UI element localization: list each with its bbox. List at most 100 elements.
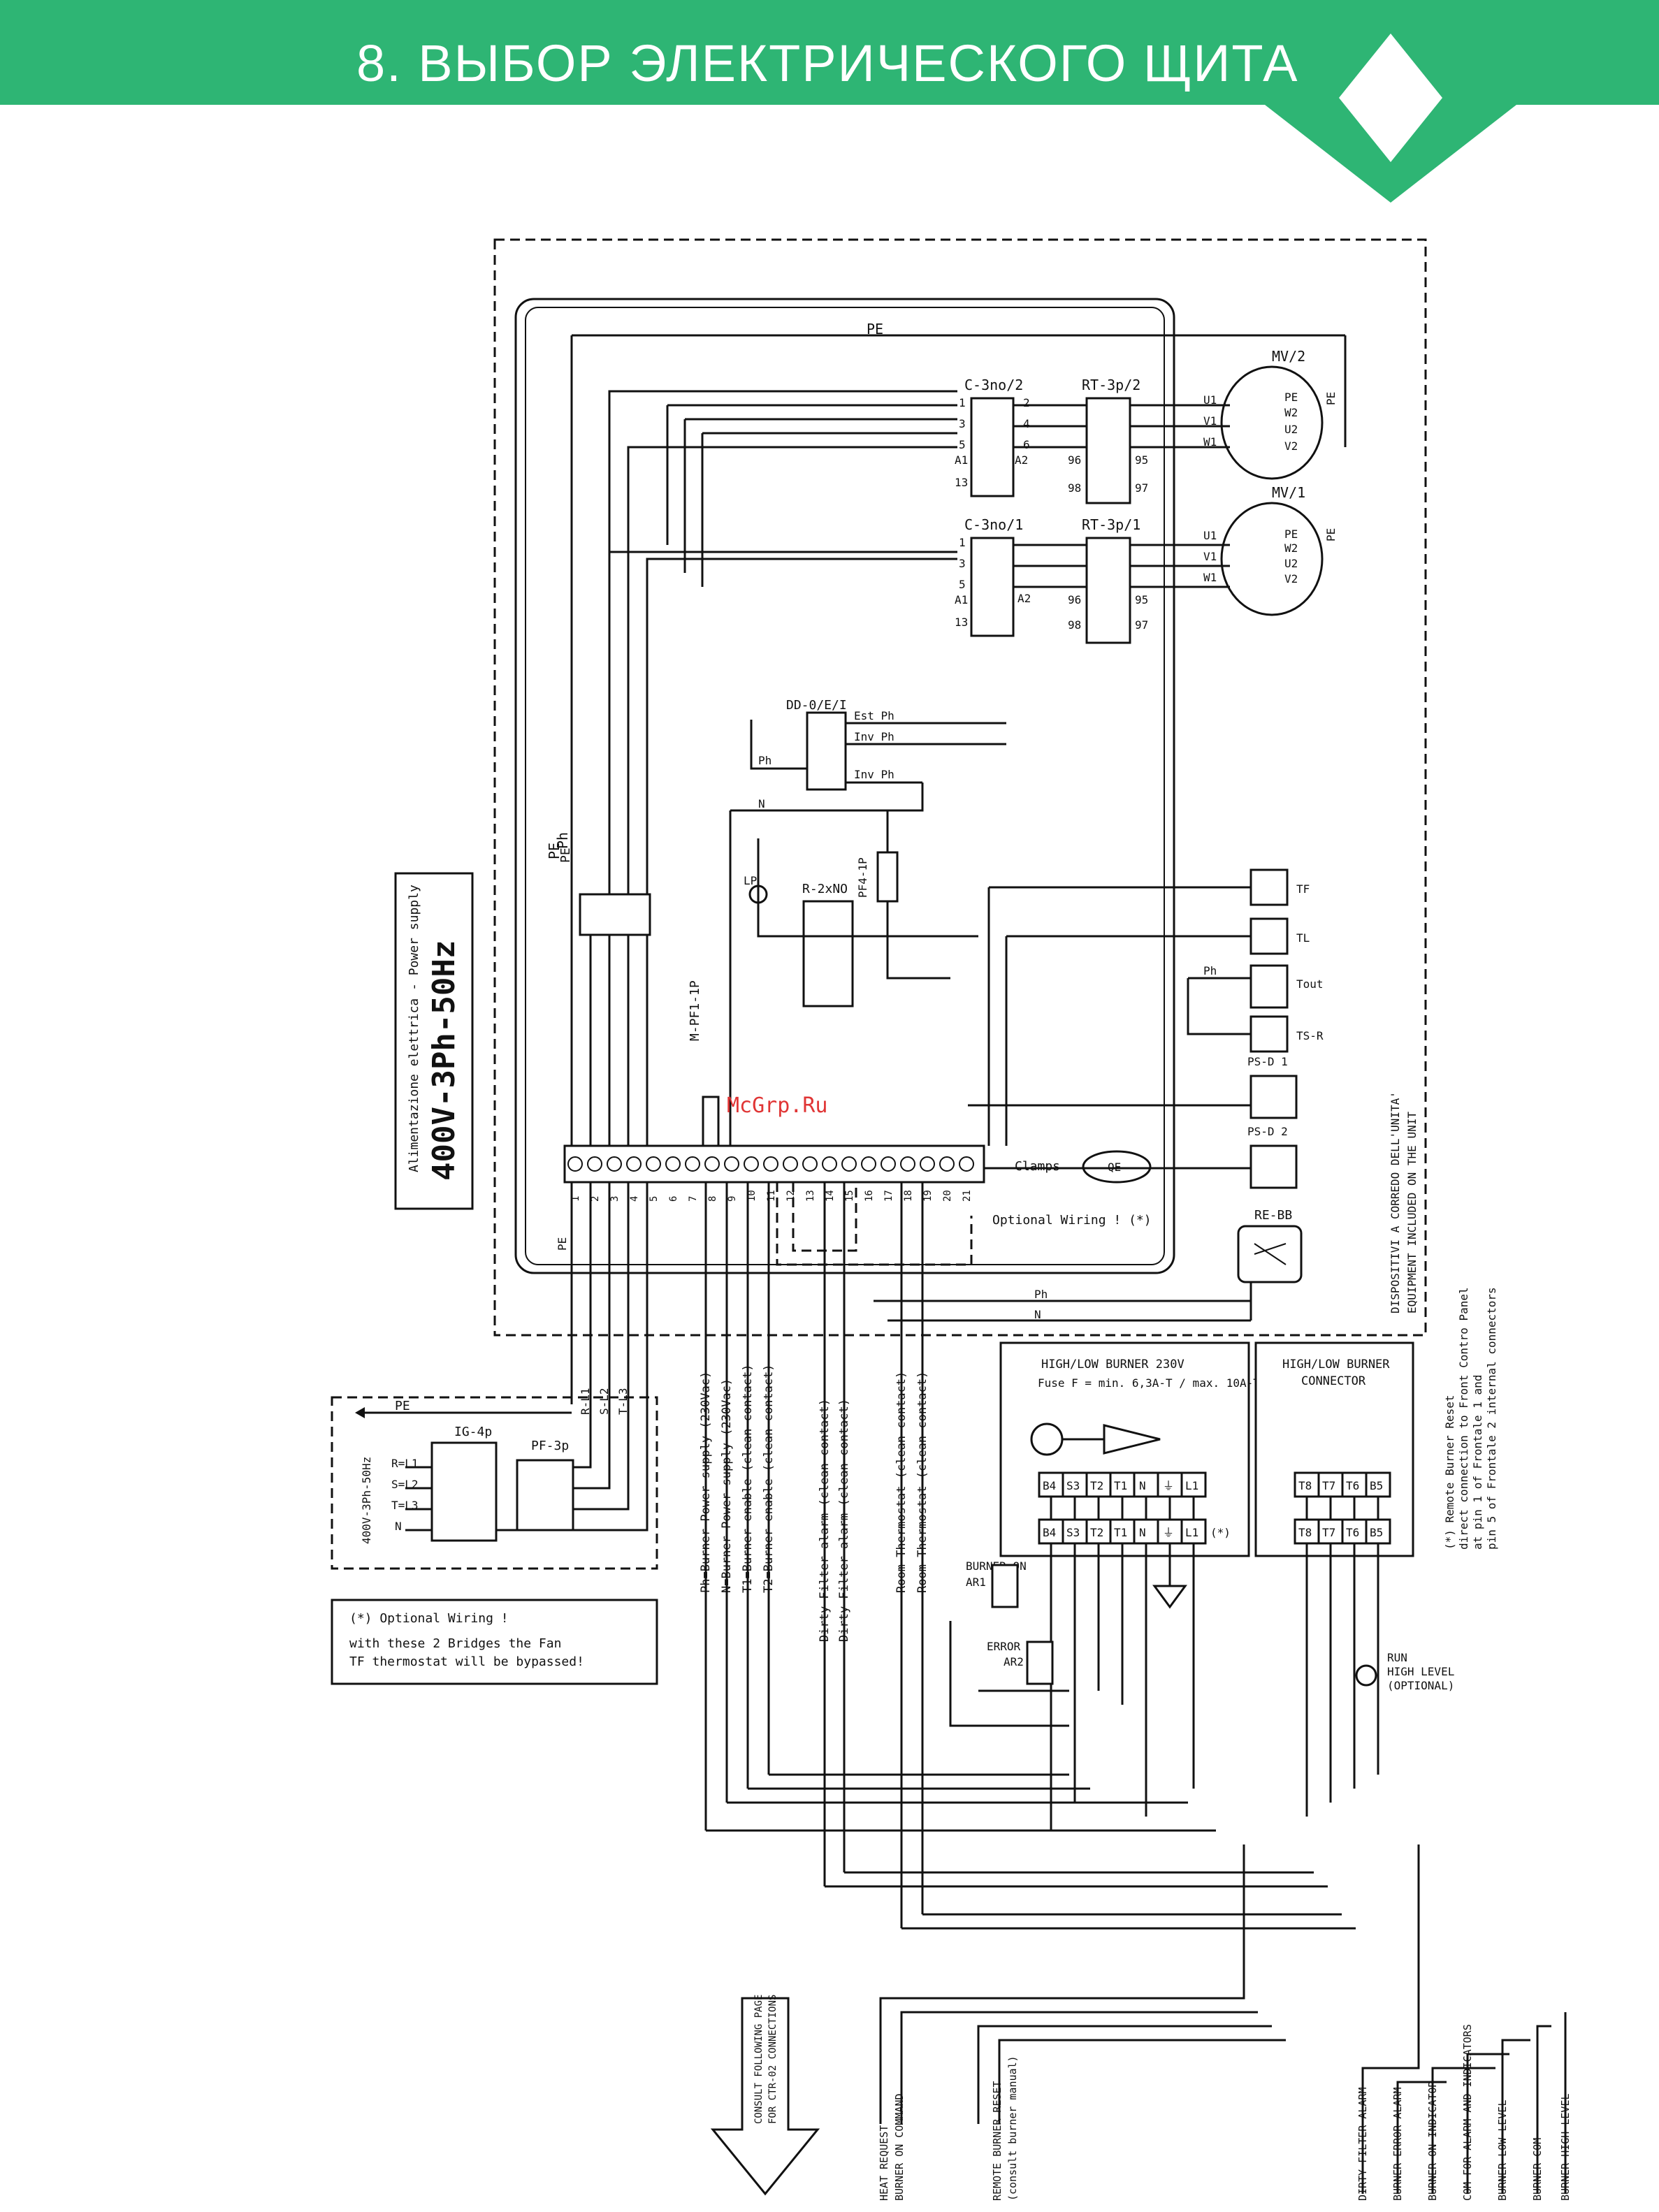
remote-reset-note: (*) Remote Burner Reset direct connectio…: [1443, 1287, 1498, 1550]
svg-text:(OPTIONAL): (OPTIONAL): [1387, 1679, 1454, 1692]
svg-text:PS-D 1: PS-D 1: [1247, 1055, 1288, 1068]
svg-text:PE: PE: [395, 1399, 410, 1413]
svg-text:T1: T1: [1114, 1479, 1127, 1492]
svg-text:U1: U1: [1203, 393, 1217, 407]
svg-text:with these 2 Bridges the Fan: with these 2 Bridges the Fan: [349, 1636, 561, 1651]
switch-tout: [1249, 964, 1289, 1009]
svg-text:B4: B4: [1043, 1479, 1056, 1492]
svg-text:T8: T8: [1298, 1479, 1312, 1492]
svg-text:CONSULT FOLLOWING PAGE: CONSULT FOLLOWING PAGE: [753, 1995, 765, 2124]
svg-text:A1: A1: [955, 453, 968, 467]
svg-text:T1=Burner enable (clean contac: T1=Burner enable (clean contact): [741, 1364, 755, 1593]
svg-text:⏚: ⏚: [1163, 1479, 1174, 1492]
svg-text:PE: PE: [556, 1237, 569, 1251]
svg-text:BURNER ON INDICATOR: BURNER ON INDICATOR: [1426, 2080, 1439, 2201]
svg-text:CONNECTOR: CONNECTOR: [1301, 1374, 1366, 1388]
header-banner: 8. ВЫБОР ЭЛЕКТРИЧЕСКОГО ЩИТА: [0, 0, 1659, 203]
thermal-relay-1: [1085, 537, 1131, 644]
terminal-number: 1: [570, 1196, 581, 1202]
watermark: McGrp.Ru: [727, 1093, 828, 1118]
thermal-relay-2: [1085, 397, 1131, 504]
svg-text:(*) Remote Burner Reset: (*) Remote Burner Reset: [1443, 1395, 1456, 1550]
terminal-8: [704, 1156, 720, 1172]
contactor-1-label: C-3no/1: [964, 516, 1023, 533]
switch-tsr: [1249, 1015, 1289, 1053]
svg-text:TF: TF: [1296, 882, 1310, 896]
relay-ar1: [991, 1564, 1019, 1608]
svg-text:REMOTE BURNER RESET: REMOTE BURNER RESET: [991, 2081, 1004, 2201]
svg-text:L1: L1: [1185, 1479, 1198, 1492]
svg-text:V1: V1: [1203, 414, 1217, 428]
terminal-6: [665, 1156, 681, 1172]
svg-text:Alimentazione elettrica - Powe: Alimentazione elettrica - Power supply: [407, 885, 421, 1172]
svg-text:B5: B5: [1370, 1526, 1383, 1539]
svg-text:R-L1: R-L1: [579, 1388, 592, 1415]
svg-text:97: 97: [1135, 618, 1148, 632]
terminal-number: 19: [922, 1190, 934, 1202]
terminal-number: 9: [727, 1196, 738, 1202]
svg-text:Tout: Tout: [1296, 977, 1324, 991]
svg-text:HIGH/LOW BURNER: HIGH/LOW BURNER: [1282, 1358, 1390, 1371]
svg-text:N: N: [1034, 1308, 1041, 1321]
terminal-number: 15: [844, 1190, 855, 1202]
contactor-2-label: C-3no/2: [964, 377, 1023, 393]
svg-text:T7: T7: [1322, 1526, 1335, 1539]
svg-text:T1: T1: [1114, 1526, 1127, 1539]
terminal-7: [685, 1156, 700, 1172]
relay-r2: [802, 900, 854, 1007]
terminal-number: 14: [825, 1190, 836, 1202]
svg-text:T6: T6: [1346, 1479, 1359, 1492]
terminal-number: 18: [903, 1190, 914, 1202]
svg-text:A1: A1: [955, 593, 968, 606]
svg-text:Clamps: Clamps: [1015, 1159, 1060, 1174]
svg-text:T2=Burner enable (clean contac: T2=Burner enable (clean contact): [762, 1364, 776, 1593]
page-title: 8. ВЫБОР ЭЛЕКТРИЧЕСКОГО ЩИТА: [356, 34, 1299, 92]
svg-text:Room Thermostat (clean contact: Room Thermostat (clean contact): [915, 1371, 929, 1593]
optional-wiring-note: [331, 1599, 658, 1685]
svg-text:T8: T8: [1298, 1526, 1312, 1539]
wire-labels: Ph=Burner Power supply (230Vac) N=Burner…: [699, 1364, 929, 1642]
svg-text:A2: A2: [1017, 592, 1031, 605]
svg-text:RE-BB: RE-BB: [1254, 1208, 1292, 1223]
fuse-pf3p: [516, 1459, 574, 1531]
terminal-3: [607, 1156, 622, 1172]
terminal-number: 20: [942, 1190, 953, 1202]
svg-text:N: N: [395, 1520, 402, 1533]
terminal-number: 10: [746, 1190, 758, 1202]
svg-text:96: 96: [1068, 453, 1081, 467]
svg-text:S-L2: S-L2: [597, 1388, 611, 1415]
fuse-mpf: [702, 1096, 720, 1154]
svg-text:IG-4p: IG-4p: [454, 1425, 492, 1439]
svg-text:V2: V2: [1284, 572, 1298, 585]
motor-mv1: [1220, 502, 1324, 616]
svg-text:AR2: AR2: [1004, 1655, 1024, 1668]
pe-label-isolator: PE: [558, 847, 573, 863]
svg-text:L1: L1: [1185, 1526, 1198, 1539]
svg-text:TL: TL: [1296, 931, 1310, 945]
motor-mv2: [1220, 365, 1324, 480]
terminal-number: 6: [668, 1196, 679, 1202]
svg-text:LP: LP: [744, 874, 757, 887]
svg-text:PE: PE: [1324, 528, 1338, 541]
svg-text:N: N: [1139, 1526, 1146, 1539]
terminal-20: [939, 1156, 955, 1172]
svg-text:⏚: ⏚: [1163, 1526, 1174, 1539]
svg-text:T-L3: T-L3: [616, 1388, 630, 1415]
terminal-number: 13: [805, 1190, 816, 1202]
svg-text:W2: W2: [1284, 541, 1298, 555]
thermal-relay-1-label: RT-3p/1: [1082, 516, 1140, 533]
svg-text:ERROR: ERROR: [987, 1640, 1021, 1653]
svg-text:V1: V1: [1203, 550, 1217, 563]
svg-text:Ph: Ph: [758, 754, 771, 767]
header-corner-emblem: [1265, 0, 1516, 203]
dd-switch-label: DD-0/E/I: [786, 698, 847, 713]
terminal-4: [626, 1156, 642, 1172]
terminal-number: 2: [590, 1196, 601, 1202]
switch-tf: [1249, 868, 1289, 906]
supply-isolator-box: [331, 1396, 658, 1570]
terminal-12: [783, 1156, 798, 1172]
svg-text:(consult burner manual): (consult burner manual): [1006, 2055, 1019, 2201]
svg-text:A2: A2: [1015, 453, 1028, 467]
svg-text:QE: QE: [1108, 1160, 1121, 1174]
